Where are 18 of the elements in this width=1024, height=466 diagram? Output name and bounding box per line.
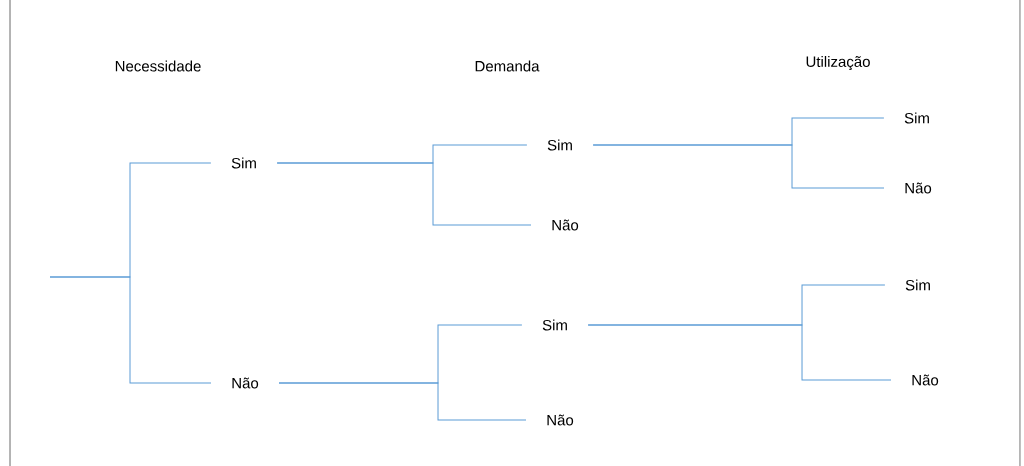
option-label: Não [912, 374, 939, 386]
option-label: Não [552, 219, 579, 231]
column-heading: Demanda [475, 60, 540, 72]
column-heading: Utilização [806, 56, 870, 71]
tree-branch [278, 382, 527, 421]
option-label: Sim [904, 112, 929, 124]
option-label: Sim [547, 139, 572, 151]
option-label: Sim [231, 157, 256, 169]
option-label: Não [905, 182, 932, 194]
option-label: Não [547, 414, 574, 426]
option-label: Não [232, 377, 259, 389]
tree-branch [276, 162, 532, 226]
column-heading: Necessidade [115, 60, 201, 72]
tree-branch [592, 144, 885, 189]
option-label: Sim [905, 279, 930, 291]
tree-branch [587, 324, 892, 381]
option-label: Sim [542, 319, 567, 331]
tree-branch [49, 276, 212, 384]
